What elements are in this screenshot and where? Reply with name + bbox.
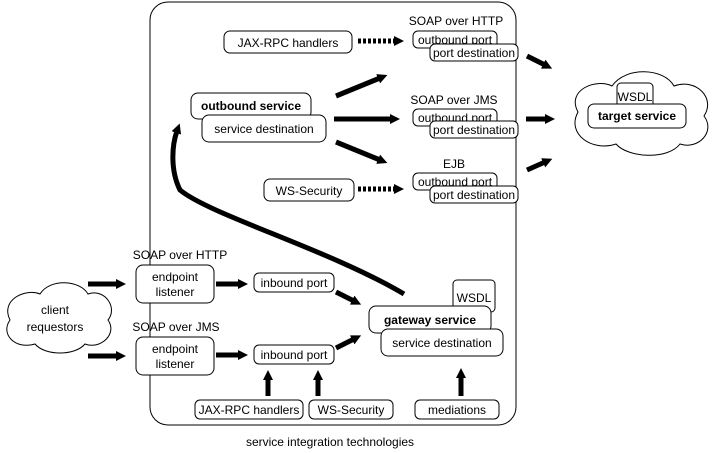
mediations-box xyxy=(414,399,500,420)
client-label-line1: client xyxy=(41,303,70,317)
outbound-destination-label: service destination xyxy=(214,122,313,136)
arrow-http-to-target xyxy=(525,53,553,69)
inbound-jaxrpc-box xyxy=(194,399,304,420)
binding-title: EJB xyxy=(443,157,465,171)
binding-soap-http: SOAP over HTTP outbound port port destin… xyxy=(409,14,519,62)
gateway-service-label: gateway service xyxy=(384,313,476,327)
endpoint-listener-line1: endpoint xyxy=(152,342,199,356)
inbound-jaxrpc-label: JAX-RPC handlers xyxy=(199,403,300,417)
outbound-jaxrpc-box xyxy=(223,30,353,54)
port-destination-label: port destination xyxy=(433,188,515,202)
gateway-destination-box xyxy=(380,328,504,357)
port-destination-label: port destination xyxy=(433,123,515,137)
endpoint-listener-line2: listener xyxy=(156,357,195,371)
target-service-label: target service xyxy=(598,109,676,123)
inbound-wssecurity-box xyxy=(308,399,394,420)
inbound-title: SOAP over HTTP xyxy=(133,248,227,262)
target-service-box xyxy=(587,103,687,129)
inbound-soap-http: SOAP over HTTP endpoint listener inbound… xyxy=(133,248,335,304)
port-destination-box xyxy=(429,120,519,139)
inbound-title: SOAP over JMS xyxy=(132,320,219,334)
arrow-gateway-to-outbound xyxy=(170,123,406,297)
arrow-port-to-gateway xyxy=(334,335,362,351)
target-service-cloud: WSDL target service xyxy=(574,71,709,156)
binding-ejb: EJB outbound port port destination xyxy=(412,157,519,204)
outbound-service-label: outbound service xyxy=(201,99,301,113)
client-requestors-cloud: client requestors xyxy=(6,282,112,354)
arrows xyxy=(88,36,555,396)
binding-title: SOAP over JMS xyxy=(410,93,497,107)
inbound-port-box xyxy=(253,272,335,293)
binding-title: SOAP over HTTP xyxy=(409,14,503,28)
outbound-service-group: outbound service service destination xyxy=(190,92,327,143)
arrow-outbound-to-http xyxy=(335,74,388,99)
outbound-jaxrpc-label: JAX-RPC handlers xyxy=(238,36,339,50)
service-integration-container xyxy=(149,1,517,426)
gateway-destination-label: service destination xyxy=(392,336,491,350)
mediations-label: mediations xyxy=(428,403,486,417)
port-destination-box xyxy=(429,43,519,62)
inbound-soap-jms: SOAP over JMS endpoint listener inbound … xyxy=(132,320,335,376)
inbound-port-label: inbound port xyxy=(261,276,328,290)
arrow-ejb-to-target xyxy=(525,158,553,173)
binding-soap-jms: SOAP over JMS outbound port port destina… xyxy=(410,93,519,139)
inbound-port-box xyxy=(253,344,335,365)
arrow-outbound-to-ejb xyxy=(335,139,388,164)
inbound-port-label: inbound port xyxy=(261,348,328,362)
port-destination-box xyxy=(429,185,519,204)
outbound-destination-box xyxy=(201,114,327,143)
port-destination-label: port destination xyxy=(433,46,515,60)
endpoint-listener-line1: endpoint xyxy=(152,270,199,284)
arrow-port-to-gateway xyxy=(334,289,362,305)
container-caption: service integration technologies xyxy=(246,435,414,449)
endpoint-listener-box xyxy=(135,264,215,304)
endpoint-listener-line2: listener xyxy=(156,285,195,299)
outbound-wssecurity-label: WS-Security xyxy=(276,184,343,198)
client-label-line2: requestors xyxy=(27,320,84,334)
inbound-wssecurity-label: WS-Security xyxy=(318,403,385,417)
outbound-wssecurity-box xyxy=(263,178,355,202)
target-wsdl-label: WSDL xyxy=(618,90,653,104)
gateway-service-group: WSDL gateway service service destination xyxy=(368,279,504,357)
endpoint-listener-box xyxy=(135,336,215,376)
gateway-wsdl-label: WSDL xyxy=(457,291,492,305)
